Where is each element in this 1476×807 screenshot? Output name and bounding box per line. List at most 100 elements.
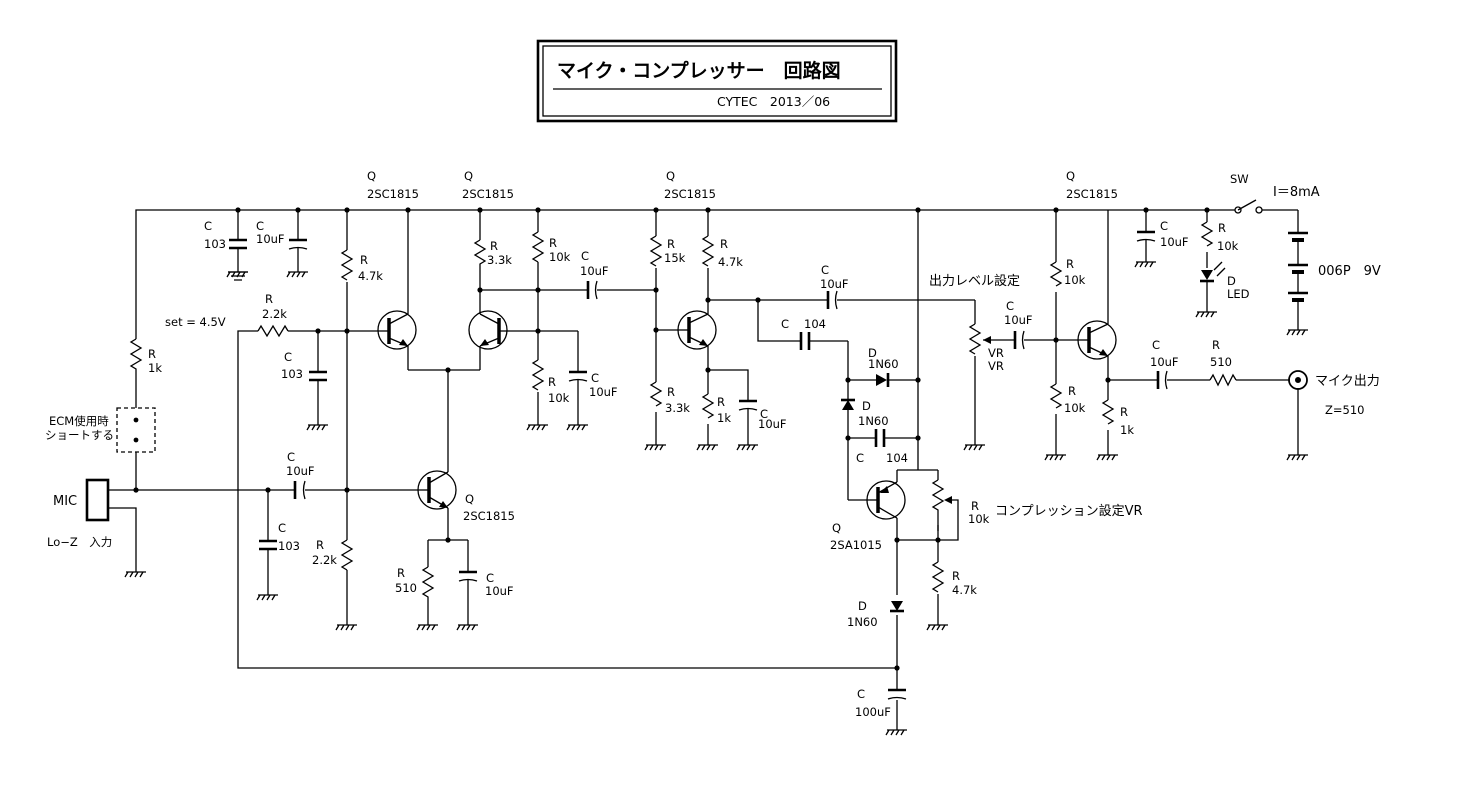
r5-value: 3.3k (487, 253, 512, 267)
ground-icon (926, 624, 948, 631)
r9-ref: R (667, 237, 675, 251)
r2-value: 2.2k (262, 307, 287, 321)
ground-icon (963, 444, 985, 451)
r13-ref: R (971, 499, 979, 513)
current-label: I＝8mA (1273, 185, 1320, 200)
c6-ref: C (591, 371, 599, 385)
r5-ref: R (490, 239, 498, 253)
r3-ref: R (360, 253, 368, 267)
q6-ref: Q (1066, 169, 1075, 183)
mic-label: MIC (53, 494, 77, 509)
ground-icon (644, 444, 666, 451)
ground-icon (335, 624, 357, 631)
r10-value: 3.3k (665, 401, 690, 415)
d1-value: 1N60 (868, 357, 899, 371)
transistors (377, 310, 1117, 520)
c16-ref: C (1160, 219, 1168, 233)
ground-icon (526, 424, 548, 431)
ground-icon (1044, 454, 1066, 461)
r7-value: 10k (548, 391, 570, 405)
c8-value: 10uF (485, 584, 514, 598)
q2-value: 2SC1815 (462, 187, 514, 201)
vr1-label: VR (988, 346, 1004, 360)
r6-ref: R (549, 236, 557, 250)
r18-ref: R (1212, 338, 1220, 352)
switch-label: SW (1230, 172, 1249, 186)
c2-ref: C (256, 219, 264, 233)
grounds (124, 261, 1308, 736)
r8-value: 510 (395, 581, 417, 595)
d4-ref: D (1227, 274, 1236, 288)
c14-value: 10uF (1004, 313, 1033, 327)
ground-icon (416, 624, 438, 631)
vr2-label: VR (988, 359, 1004, 373)
ground-icon (286, 271, 308, 278)
q3-ref: Q (465, 492, 474, 506)
r14-value: 4.7k (952, 583, 977, 597)
r19-ref: R (1218, 221, 1226, 235)
capacitors (229, 230, 1168, 700)
r12-ref: R (717, 395, 725, 409)
d1-ref: D (868, 346, 877, 360)
ground-icon (885, 729, 907, 736)
mic-output-label: マイク出力 (1315, 374, 1380, 389)
diodes (841, 261, 1226, 613)
mic-input-label: Lo−Z 入力 (47, 535, 112, 549)
impedance-label: Z=510 (1325, 403, 1364, 417)
c10-ref: C (821, 263, 829, 277)
ground-icon (696, 444, 718, 451)
q5-ref: Q (832, 521, 841, 535)
q5-value: 2SA1015 (830, 538, 882, 552)
c8-ref: C (486, 571, 494, 585)
d3-value: 1N60 (847, 615, 878, 629)
c1-value: 103 (204, 237, 226, 251)
c10-value: 10uF (820, 277, 849, 291)
ground-icon (226, 271, 248, 278)
title-text: マイク・コンプレッサー 回路図 (557, 59, 841, 82)
ground-icon (306, 424, 328, 431)
c4-ref: C (287, 450, 295, 464)
c11-ref: C (781, 317, 789, 331)
ground-icon (1195, 311, 1217, 318)
component-labels: C 103 C 10uF R 1k R 2.2k C 103 R 4.7k C … (148, 169, 1250, 719)
r18-value: 510 (1210, 355, 1232, 369)
c12-ref: C (856, 451, 864, 465)
c4-value: 10uF (286, 464, 315, 478)
c14-ref: C (1006, 299, 1014, 313)
ground-icon (736, 444, 758, 451)
battery-label: 006P 9V (1318, 264, 1381, 279)
c7-ref: C (581, 249, 589, 263)
ground-icon (566, 424, 588, 431)
r3-value: 4.7k (358, 269, 383, 283)
r13-value: 10k (968, 512, 990, 526)
c5-ref: C (278, 521, 286, 535)
r4-value: 2.2k (312, 553, 337, 567)
r10-ref: R (667, 385, 675, 399)
c15-value: 10uF (1150, 355, 1179, 369)
r4-ref: R (316, 538, 324, 552)
author-date-text: CYTEC 2013／06 (717, 94, 830, 109)
r17-ref: R (1120, 405, 1128, 419)
c13-value: 100uF (855, 705, 891, 719)
r9-value: 15k (664, 251, 686, 265)
r16-value: 10k (1064, 401, 1086, 415)
r11-ref: R (720, 237, 728, 251)
set-voltage-label: set = 4.5V (165, 315, 226, 329)
c12-value: 104 (886, 451, 908, 465)
r16-ref: R (1068, 384, 1076, 398)
r8-ref: R (397, 566, 405, 580)
ecm-note-line1: ECM使用時 (49, 414, 109, 428)
title-block: マイク・コンプレッサー 回路図 CYTEC 2013／06 (536, 39, 898, 123)
d2-ref: D (862, 399, 871, 413)
r2-ref: R (265, 292, 273, 306)
r7-ref: R (548, 375, 556, 389)
q2-ref: Q (464, 169, 473, 183)
r12-value: 1k (717, 411, 731, 425)
r15-value: 10k (1064, 273, 1086, 287)
c5-value: 103 (278, 539, 300, 553)
d4-value: LED (1227, 287, 1250, 301)
c1-ref: C (204, 219, 212, 233)
c6-value: 10uF (589, 385, 618, 399)
c15-ref: C (1152, 338, 1160, 352)
ecm-note-line2: ショートする (45, 428, 114, 442)
